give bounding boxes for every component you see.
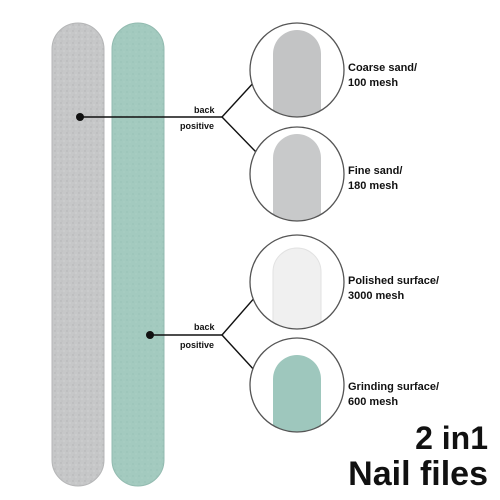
fine-sand-mesh: 180 mesh: [348, 180, 399, 192]
polished-surface-label: Polished surface/ 3000 mesh: [348, 274, 439, 304]
lower-positive-label: positive: [180, 340, 215, 350]
coarse-sand-name: Coarse sand/: [348, 62, 418, 74]
fine-sand-magnifier: [249, 126, 345, 222]
grinding-surface-label: Grinding surface/ 600 mesh: [348, 380, 439, 410]
fine-sand-swatch: [273, 134, 321, 221]
lower-leader-lines: [146, 295, 257, 373]
headline-line-2: Nail files: [348, 455, 488, 493]
upper-leader-lines: [76, 79, 257, 153]
headline-line-1: 2 in1: [415, 420, 488, 456]
grinding-surface-magnifier: [249, 337, 345, 433]
upper-positive-label: positive: [180, 121, 215, 131]
polished-surface-mesh: 3000 mesh: [348, 290, 405, 302]
grinding-surface-name: Grinding surface/: [348, 381, 440, 393]
coarse-sand-label: Coarse sand/ 100 mesh: [348, 61, 417, 91]
lower-back-label: back: [194, 322, 215, 332]
grinding-surface-mesh: 600 mesh: [348, 396, 399, 408]
fine-sand-label: Fine sand/ 180 mesh: [348, 164, 402, 194]
green-nail-file: [111, 22, 165, 487]
headline: 2 in1 Nail files: [348, 420, 488, 492]
upper-back-label: back: [194, 105, 215, 115]
fine-sand-name: Fine sand/: [348, 165, 403, 177]
polished-surface-magnifier: [249, 234, 345, 330]
coarse-sand-magnifier: [249, 22, 345, 118]
coarse-sand-mesh: 100 mesh: [348, 77, 399, 89]
coarse-sand-swatch: [273, 30, 321, 117]
grey-nail-file: [51, 22, 105, 487]
polished-surface-name: Polished surface/: [348, 275, 440, 287]
polished-surface-swatch: [272, 247, 322, 329]
grinding-surface-swatch: [273, 355, 321, 432]
